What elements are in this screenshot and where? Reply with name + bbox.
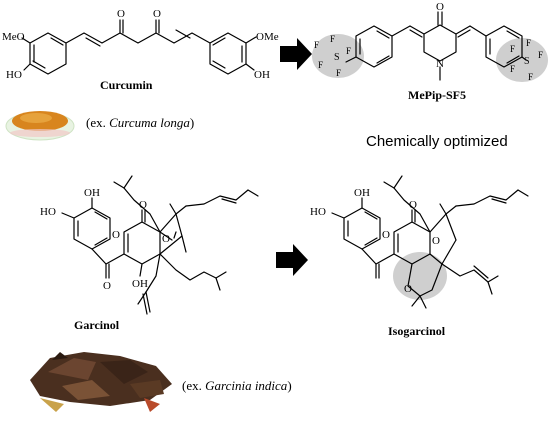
mepip-o-label: O: [436, 1, 444, 13]
garcinol-oh-enol-label: OH: [132, 278, 148, 290]
garcinol-ho-label: HO: [40, 206, 56, 218]
garcinol-structure: [61, 175, 259, 315]
mepip-sf5-name: MePip-SF5: [408, 88, 466, 102]
optimization-caption: Chemically optimized: [366, 133, 508, 150]
curcumin-ho-label: HO: [6, 69, 22, 81]
garcinia-source-note: (ex. Garcinia indica): [182, 378, 292, 393]
curcumin-structure: [21, 19, 257, 75]
curcumin-ome-label: OMe: [256, 31, 279, 43]
sf5-right-f1: F: [510, 44, 515, 54]
arrow-icon: [280, 38, 312, 70]
curcuma-species-name: Curcuma longa: [109, 115, 190, 130]
curcumin-o2-label: O: [153, 8, 161, 20]
curcumin-name: Curcumin: [100, 78, 153, 92]
isogarcinol-o-pyran-label: O: [404, 283, 412, 295]
isogarcinol-o-top-label: O: [409, 199, 417, 211]
garcinol-o-top-label: O: [139, 199, 147, 211]
garcinol-name: Garcinol: [74, 318, 120, 332]
sf5-right-s: S: [524, 56, 530, 67]
curcuma-source-note: (ex. Curcuma longa): [86, 115, 195, 130]
sf5-left-f3: F: [346, 46, 351, 56]
sf5-left-f5: F: [336, 68, 341, 78]
arrow-icon: [276, 244, 308, 276]
garcinol-o-keto-label: O: [162, 233, 170, 245]
mepip-sf5-structure: [312, 11, 548, 82]
garcinol-oh1-label: OH: [84, 187, 100, 199]
garcinia-fruit-image: [30, 352, 172, 412]
sf5-right-f4: F: [510, 64, 515, 74]
sf5-left-f2: F: [330, 34, 335, 44]
curcumin-oh-right-label: OH: [254, 69, 270, 81]
mepip-n-label: N: [436, 58, 444, 70]
garcinia-species-name: Garcinia indica: [205, 378, 288, 393]
curcumin-meo-label: MeO: [2, 31, 25, 43]
sf5-left-f4: F: [318, 60, 323, 70]
turmeric-powder-image: [5, 111, 75, 141]
garcinol-o-carbonyl-label: O: [103, 280, 111, 292]
isogarcinol-oh1-label: OH: [354, 187, 370, 199]
isogarcinol-o-keto-label: O: [432, 235, 440, 247]
sf5-right-f3: F: [538, 50, 543, 60]
sf5-left-s: S: [334, 52, 340, 63]
sf5-left-f1: F: [314, 40, 319, 50]
isogarcinol-name: Isogarcinol: [388, 324, 446, 338]
isogarcinol-structure: [331, 175, 529, 309]
sf5-right-f5: F: [528, 72, 533, 82]
isogarcinol-o-ring-label: O: [382, 229, 390, 241]
sf5-right-f2: F: [526, 38, 531, 48]
isogarcinol-ho-label: HO: [310, 206, 326, 218]
garcinol-o-ring-label: O: [112, 229, 120, 241]
curcumin-o1-label: O: [117, 8, 125, 20]
